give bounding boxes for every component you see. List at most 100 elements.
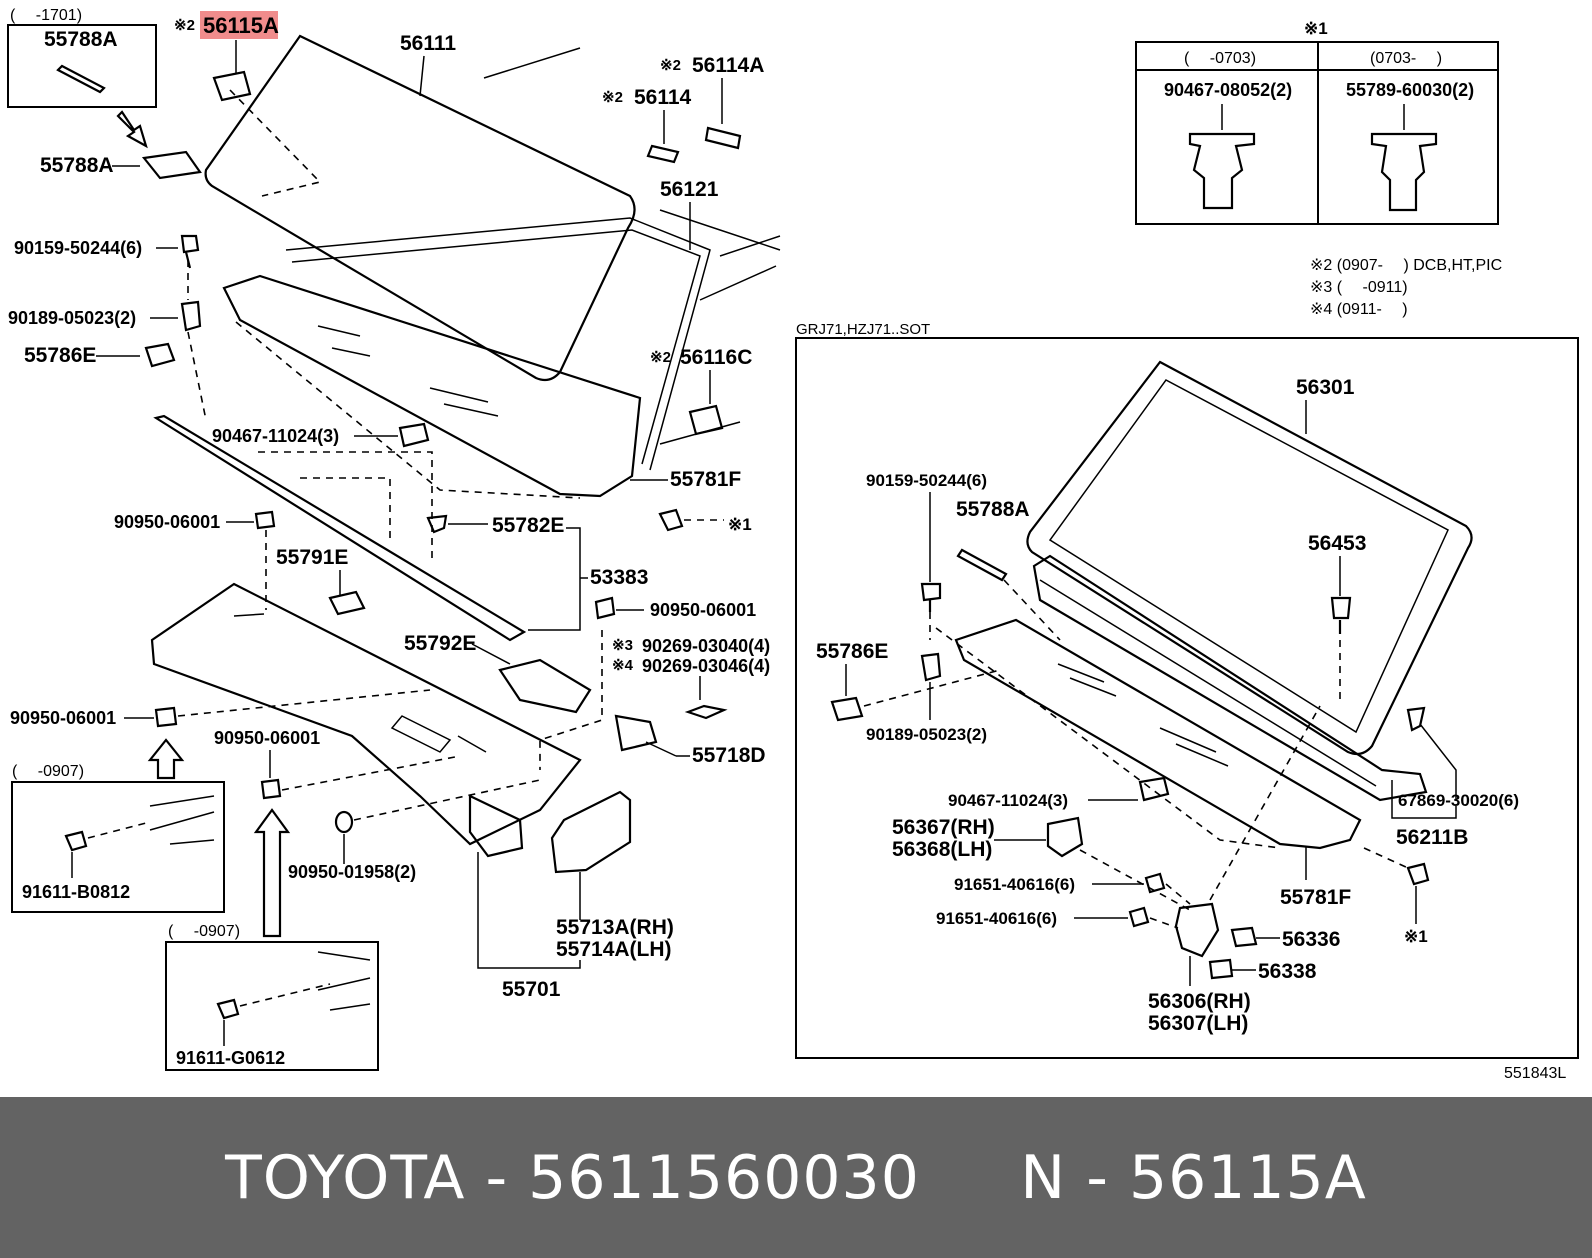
clip-90467-left bbox=[398, 422, 430, 448]
screw-67869 bbox=[1406, 706, 1426, 732]
footer-title: TOYOTA - 5611560030 N - 56115A bbox=[225, 1142, 1367, 1213]
label-56211B: 56211B bbox=[1396, 826, 1468, 849]
clip-x1-left bbox=[658, 508, 684, 532]
label-56367: 56367(RH) bbox=[892, 816, 995, 839]
bolt-56453 bbox=[1330, 596, 1352, 634]
variant-title: ※1 bbox=[1304, 19, 1328, 38]
clip-90467-right bbox=[1138, 776, 1170, 802]
label-90159-left: 90159-50244(6) bbox=[14, 238, 142, 258]
label-56368: 56368(LH) bbox=[892, 838, 992, 861]
plug-90950-c bbox=[154, 706, 178, 728]
label-56111: 56111 bbox=[400, 32, 456, 55]
cover-55791E bbox=[328, 590, 366, 616]
plug-90950-a bbox=[254, 510, 276, 530]
label-55786E-left: 55786E bbox=[24, 344, 96, 367]
label-56453: 56453 bbox=[1308, 532, 1366, 555]
bolt-box-1: ( -0907) 91611-B0812 bbox=[11, 763, 225, 913]
clip-55782E bbox=[426, 514, 448, 534]
mark-x2-56114A: ※2 bbox=[660, 57, 681, 74]
label-55781F-right: 55781F bbox=[1280, 886, 1351, 909]
label-55701: 55701 bbox=[502, 978, 561, 1001]
label-55782E: 55782E bbox=[492, 514, 564, 537]
label-55786E-right: 55786E bbox=[816, 640, 888, 663]
top-left-range: ( -1701) bbox=[10, 7, 82, 24]
bolt-box-2: ( -0907) 91611-G0612 bbox=[165, 923, 379, 1071]
label-90950-a: 90950-06001 bbox=[114, 512, 220, 532]
label-90467-left: 90467-11024(3) bbox=[212, 426, 339, 446]
label-90950-c: 90950-06001 bbox=[10, 708, 116, 728]
variant-table: ※1 ( -0703) (0703- ) 90467-08052(2) 5578… bbox=[1135, 19, 1499, 225]
label-55788A-right: 55788A bbox=[956, 498, 1030, 521]
label-56114: 56114 bbox=[634, 86, 692, 109]
bolt-box-1-range: ( -0907) bbox=[12, 763, 84, 780]
label-56301: 56301 bbox=[1296, 376, 1355, 399]
label-55781F-left: 55781F bbox=[670, 468, 741, 491]
mark-x2-56116C: ※2 bbox=[650, 349, 671, 366]
rivet-90269 bbox=[684, 704, 728, 720]
side-panel-55713A bbox=[550, 790, 632, 874]
mark-x1-left: ※1 bbox=[728, 515, 752, 534]
clip-90189-right bbox=[920, 652, 942, 682]
bolt-91611B bbox=[64, 830, 88, 852]
footer-bar: TOYOTA - 5611560030 N - 56115A bbox=[0, 1097, 1592, 1258]
variant-col1-part: 90467-08052(2) bbox=[1164, 80, 1292, 100]
hood-seal-strip bbox=[153, 414, 527, 642]
clip-56336 bbox=[1230, 926, 1258, 948]
label-90269-a: 90269-03040(4) bbox=[642, 636, 770, 656]
top-left-box: ( -1701) 55788A bbox=[7, 7, 157, 108]
label-56306: 56306(RH) bbox=[1148, 990, 1251, 1013]
label-56338: 56338 bbox=[1258, 960, 1317, 983]
windshield-glass bbox=[204, 34, 636, 382]
label-67869: 67869-30020(6) bbox=[1398, 791, 1519, 810]
bolt-box-2-range: ( -0907) bbox=[168, 923, 240, 940]
clip-55789-60030 bbox=[1370, 132, 1438, 212]
frame-lower-56211B bbox=[1032, 554, 1428, 802]
label-55713A: 55713A(RH) bbox=[556, 916, 674, 939]
label-90189-left: 90189-05023(2) bbox=[8, 308, 136, 328]
clip-56338 bbox=[1208, 958, 1234, 980]
variant-col2-head: (0703- ) bbox=[1370, 50, 1442, 67]
label-55792E: 55792E bbox=[404, 632, 476, 655]
mark-x1-right: ※1 bbox=[1404, 927, 1428, 946]
label-91611G: 91611-G0612 bbox=[176, 1048, 285, 1068]
cover-56367 bbox=[1046, 816, 1084, 858]
label-56115A: 56115A bbox=[203, 13, 279, 38]
label-90159-right: 90159-50244(6) bbox=[866, 471, 987, 490]
label-91651-a: 91651-40616(6) bbox=[954, 875, 1075, 894]
label-53383: 53383 bbox=[590, 566, 648, 589]
cowl-panel-55701 bbox=[150, 582, 582, 846]
pointer-arrow bbox=[116, 110, 148, 149]
label-55714A: 55714A(LH) bbox=[556, 938, 672, 961]
mark-x2-56114: ※2 bbox=[602, 89, 623, 106]
note-2: ※2 (0907- ) DCB,HT,PIC bbox=[1310, 257, 1502, 274]
label-55788A-left: 55788A bbox=[40, 154, 114, 177]
inset-title: GRJ71,HZJ71..SOT bbox=[796, 321, 930, 338]
plug-90950-01958 bbox=[334, 810, 354, 834]
mark-x3: ※3 bbox=[612, 637, 633, 654]
label-56116C: 56116C bbox=[680, 346, 752, 369]
clip-56116C bbox=[688, 404, 724, 436]
highlight-56115A bbox=[200, 11, 278, 39]
cover-55792E bbox=[498, 658, 592, 714]
label-55718D: 55718D bbox=[692, 744, 766, 767]
label-90189-right: 90189-05023(2) bbox=[866, 725, 987, 744]
screw-90159-left bbox=[180, 234, 200, 269]
arrow-up-1 bbox=[147, 738, 185, 780]
screw-90159-right bbox=[920, 582, 942, 612]
bracket-55718D bbox=[614, 714, 658, 752]
label-56114A: 56114A bbox=[692, 54, 764, 77]
mark-x2-56115A: ※2 bbox=[174, 17, 195, 34]
bolt-91611G bbox=[216, 998, 240, 1020]
label-56307: 56307(LH) bbox=[1148, 1012, 1248, 1035]
plug-90950-b bbox=[594, 596, 616, 620]
label-55791E: 55791E bbox=[276, 546, 348, 569]
part-56115A bbox=[212, 70, 252, 102]
label-55788A-top: 55788A bbox=[44, 28, 118, 51]
label-91651-b: 91651-40616(6) bbox=[936, 909, 1057, 928]
label-91611B: 91611-B0812 bbox=[22, 882, 130, 902]
clip-56114A bbox=[704, 126, 742, 150]
cowl-top-panel bbox=[222, 274, 642, 498]
clip-90189-left bbox=[180, 300, 202, 332]
plug-90950-d bbox=[260, 778, 282, 800]
label-90467-right: 90467-11024(3) bbox=[948, 791, 1068, 810]
